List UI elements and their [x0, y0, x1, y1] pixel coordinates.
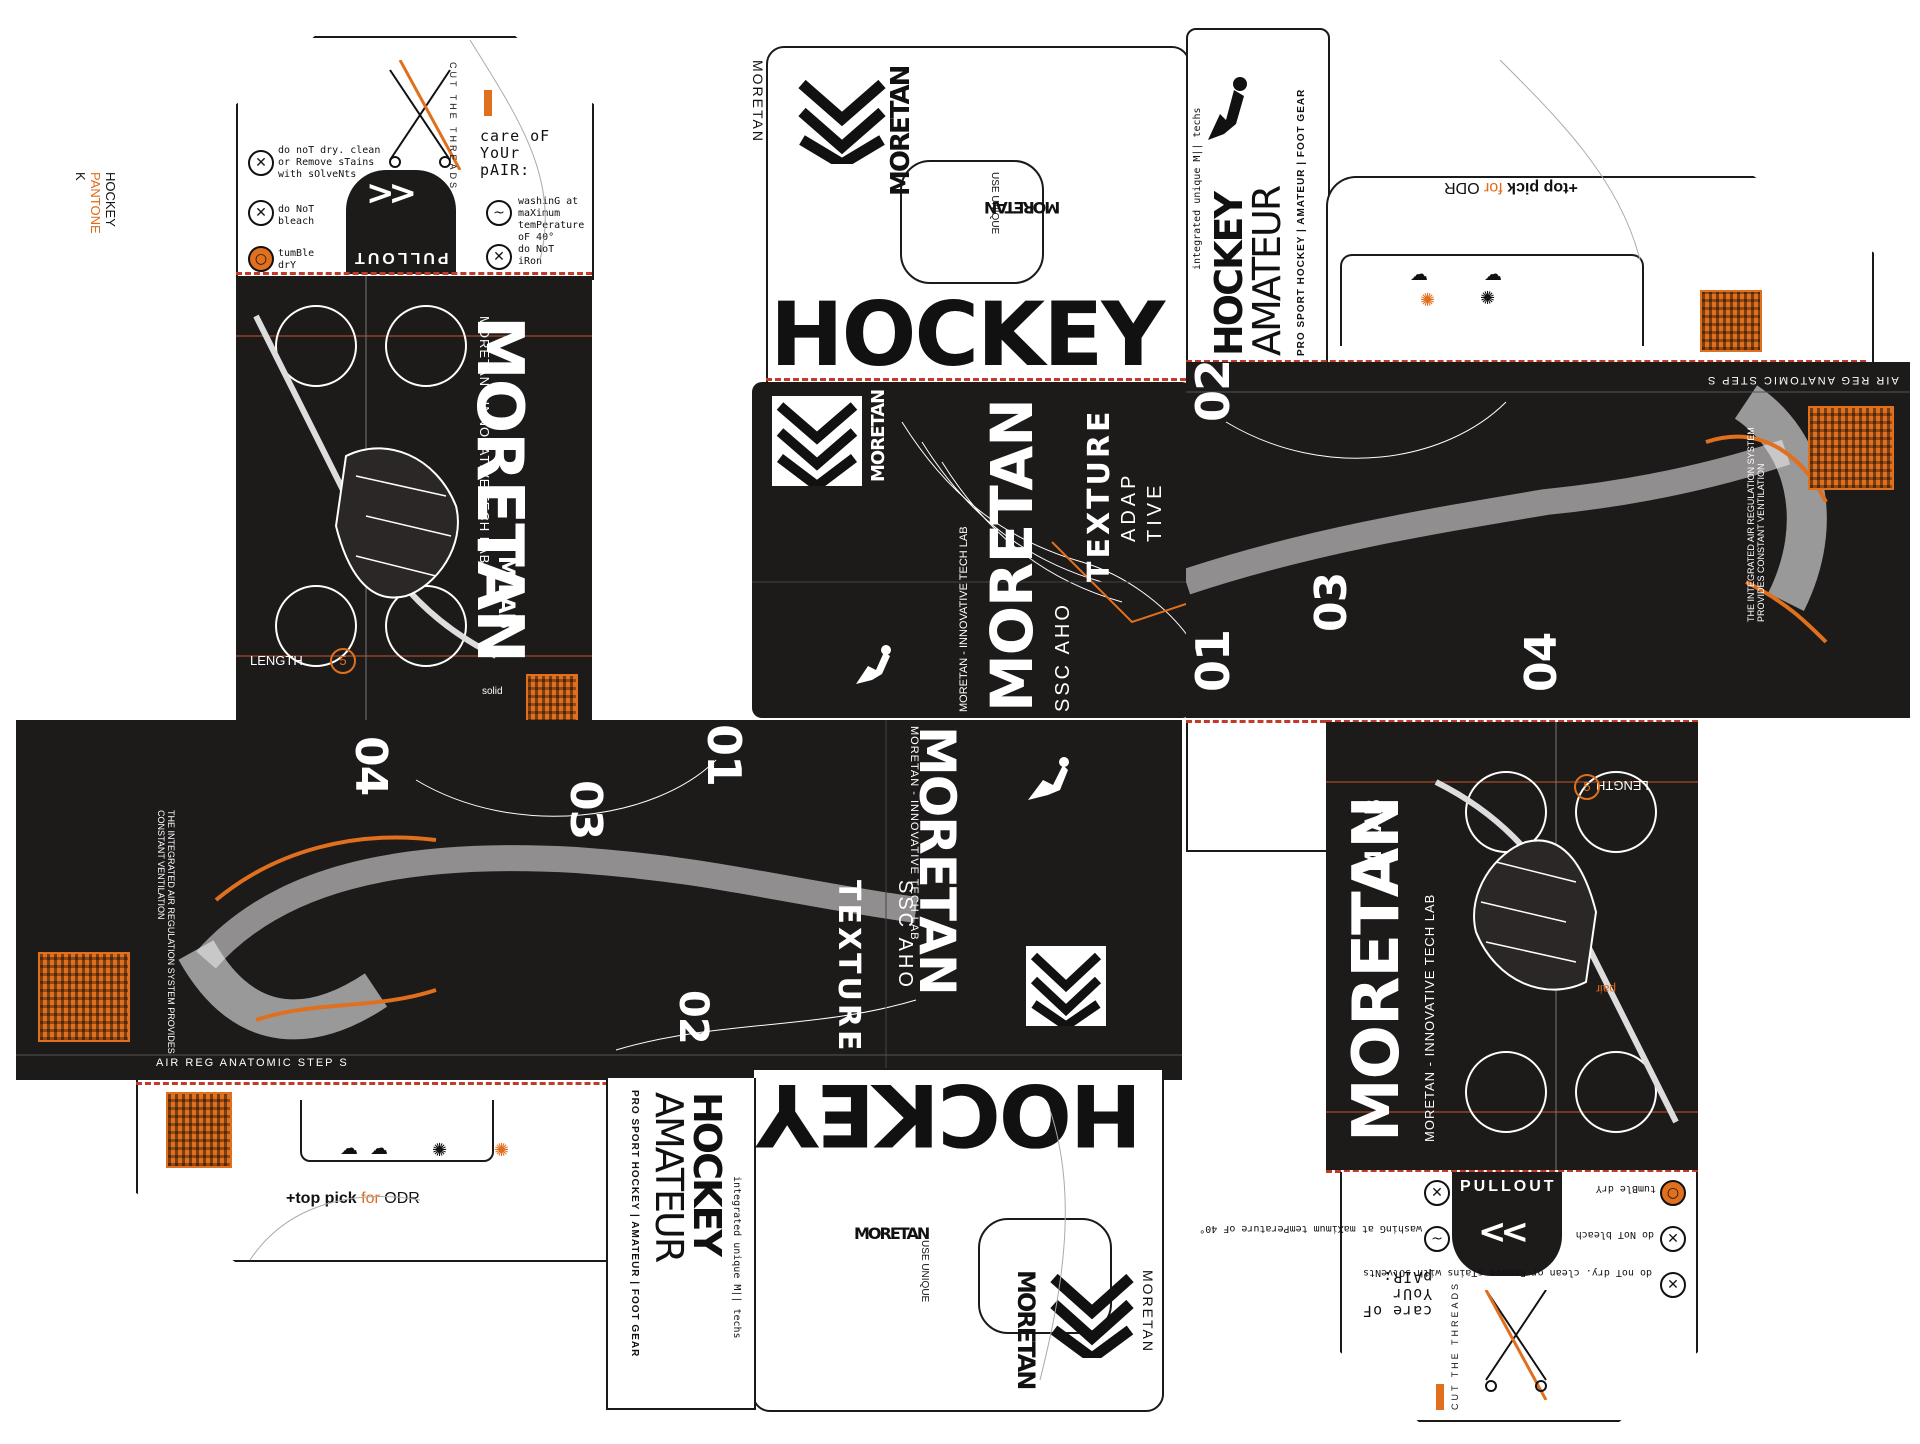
tab-notch [300, 1100, 494, 1162]
circle-x-icon: ✕ [248, 150, 274, 176]
closure-tab-top-right[interactable] [1326, 176, 1874, 368]
right-dark-panel: MORETAN MORETAN - INNOVATIVE TECH LAB M … [1326, 722, 1698, 1170]
care-item-2: do NoT bleach [278, 204, 315, 227]
left-horizontal-dark-panel: MORETAN MORETAN - INNOVATIVE TECH LAB SS… [16, 720, 1182, 1080]
length-label-left: LENGTH [250, 653, 303, 668]
circle-x-icon: ✕ [248, 200, 274, 226]
care-item-5: do NoT iRon [518, 244, 555, 267]
circle-x-icon: ✕ [1660, 1272, 1686, 1298]
hockey-amateur-tab-left [606, 1078, 756, 1410]
hockey-player-icon [1028, 757, 1069, 800]
brand-small-bottom: MORETAN [854, 1224, 930, 1243]
wash-icon: ~ [1424, 1226, 1450, 1252]
dash-line [236, 272, 592, 275]
moretan-logo-icon [772, 396, 862, 493]
circle-x-icon: ✕ [1424, 1180, 1450, 1206]
sun-icon: ✺ [1480, 288, 1496, 308]
left-dark-panel: MORETAN MORETAN - INNOVATIVE TECH LAB M … [236, 276, 592, 720]
hockey-player-icon [1208, 77, 1247, 140]
pullout-tab-top[interactable]: << PULLOUT [346, 170, 456, 274]
center-dark-panel: MORETAN MORETAN MORETAN - INNOVATIVE TEC… [752, 382, 1192, 718]
dash-line [1326, 1170, 1698, 1173]
moretan-logo-icon [792, 74, 892, 171]
center-cutout [900, 160, 1044, 284]
dash-line [136, 1082, 752, 1085]
scissors-icon [1484, 1290, 1548, 1400]
cloud-icon: ☁ [1410, 264, 1428, 284]
pullout-tab-bottom[interactable]: PULLOUT << [1452, 1172, 1562, 1276]
chevron-icon: << [1478, 1212, 1529, 1252]
length-number-right: 5 [1574, 774, 1600, 800]
orange-mark [1436, 1384, 1444, 1410]
length-number-left: 5 [330, 648, 356, 674]
cloud-icon: ☁ [1484, 264, 1502, 284]
sun-icon: ✺ [1420, 290, 1436, 310]
qr-code-icon [166, 1092, 232, 1168]
qr-code-icon [526, 674, 578, 720]
solid-label-left: solid [482, 686, 503, 697]
qr-code-icon [38, 952, 130, 1042]
tumble-icon: ○ [248, 246, 274, 272]
cloud-icon: ☁ [340, 1138, 358, 1158]
hockey-amateur-tab-right [1186, 28, 1330, 366]
wash-icon: ~ [486, 200, 512, 226]
orange-mark [484, 90, 492, 116]
top-pick-suffix: ODR [384, 1190, 420, 1207]
qr-code-icon [1700, 290, 1762, 352]
circle-x-icon: ✕ [486, 244, 512, 270]
circle-x-icon: ✕ [1660, 1226, 1686, 1252]
care-item-1: do noT dry. clean or Remove sTains with … [278, 145, 381, 180]
air-line-left: AIR REG ANATOMIC STEP S [156, 1057, 349, 1069]
right-connector-tab [1186, 720, 1330, 852]
cloud-icon: ☁ [370, 1138, 388, 1158]
dash-line [766, 378, 1186, 381]
moretan-logo-icon [1026, 946, 1106, 1032]
dash-line [1186, 720, 1326, 723]
qr-code-icon [1808, 406, 1894, 490]
top-pick-bottom-left: +top pick for ODR [286, 1190, 420, 1208]
care-title-line3: pAIR: [480, 161, 531, 179]
moretan-logo-icon [1044, 1268, 1140, 1365]
tab-notch-top [1340, 254, 1644, 346]
care-title-top: care oF YoUr pAIR: [480, 128, 550, 179]
care-title-line1: care oF [480, 127, 551, 145]
care-item-4: washinG at maXimum temPerature oF 40° [518, 196, 585, 243]
dash-line [1186, 360, 1866, 363]
sun-icon: ✺ [432, 1140, 448, 1160]
pullout-label-bottom: PULLOUT [1460, 1178, 1557, 1195]
tumble-icon: ○ [1660, 1180, 1686, 1206]
right-horizontal-dark-panel: 02 01 03 04 THE INTEGRATED AIR REGULATIO… [1186, 362, 1910, 718]
hockey-player-icon [856, 645, 891, 684]
care-title-line2: YoUr [480, 144, 521, 162]
scissors-icon [389, 60, 462, 170]
hockey-word-top: HOCKEY [770, 283, 1165, 386]
top-pick-mid: for [361, 1190, 380, 1207]
top-pick-prefix: +top pick [286, 1190, 357, 1207]
sun-icon: ✺ [494, 1140, 510, 1160]
care-item-3: tumBle drY [278, 248, 315, 271]
dash-line [1326, 720, 1698, 723]
